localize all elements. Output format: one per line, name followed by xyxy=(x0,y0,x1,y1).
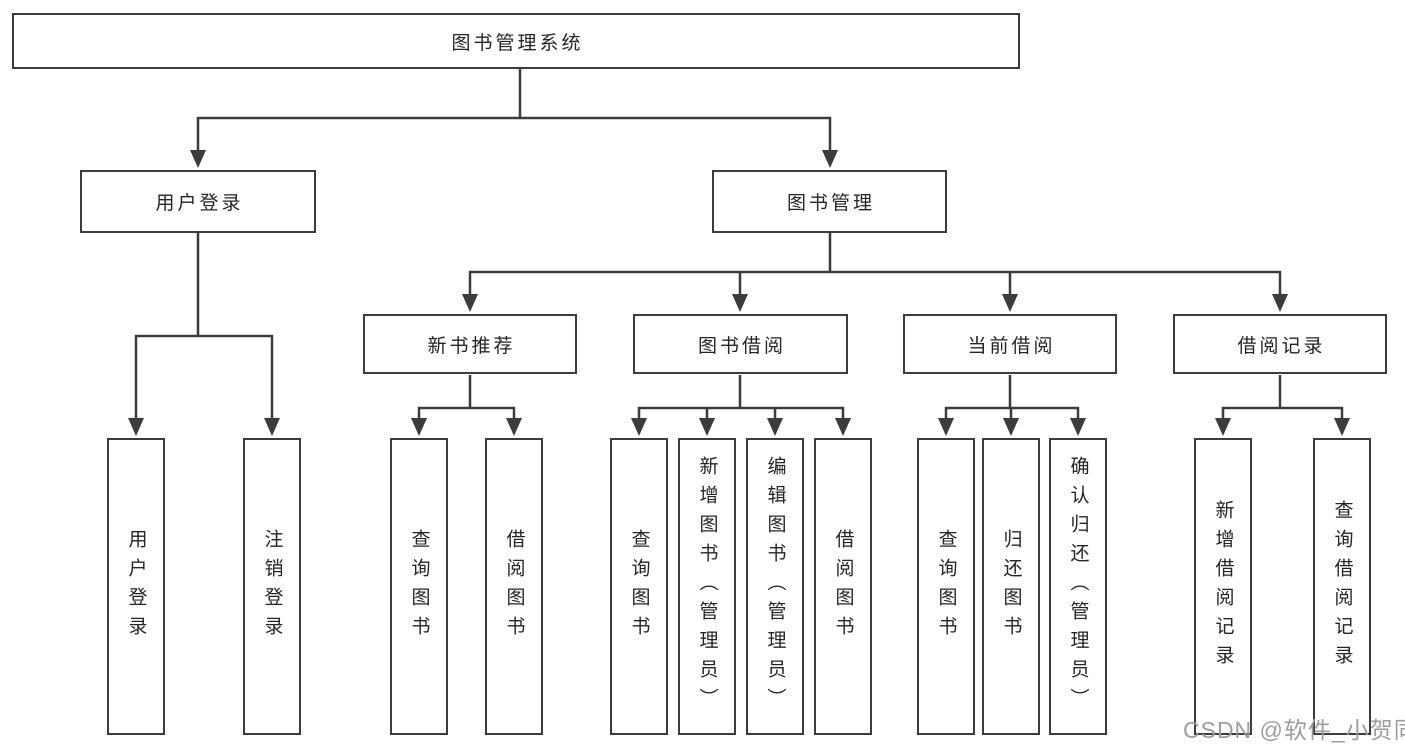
node-library-system: 图书管理系统 xyxy=(12,13,1020,69)
node-label: 借阅图书 xyxy=(832,528,854,645)
edge-recommend-group xyxy=(417,375,516,420)
node-label: 归还图书 xyxy=(1000,528,1022,645)
edge-current-group xyxy=(944,375,1080,420)
node-book-management: 图书管理 xyxy=(712,170,947,233)
node-label: 注销登录 xyxy=(261,528,283,645)
arrowhead-user-login xyxy=(190,150,206,168)
node-label: 图书管理 xyxy=(786,193,875,214)
edge-user-login-group xyxy=(134,233,274,420)
node-borrow-record: 借阅记录 xyxy=(1173,314,1387,374)
node-label: 查询图书 xyxy=(935,528,957,645)
node-label: 新增图书（管理员） xyxy=(696,456,718,717)
arrowhead-borrow-record xyxy=(1272,294,1288,312)
node-label: 图书借阅 xyxy=(697,335,786,357)
leaf-user-login: 用户登录 xyxy=(107,438,165,735)
leaf-edit-book-admin: 编辑图书（管理员） xyxy=(746,438,804,735)
csdn-watermark: CSDN @软件_小贺同学 xyxy=(1183,717,1405,743)
edge-record-group xyxy=(1221,375,1344,420)
arrowhead-new-book-recommend xyxy=(462,294,478,312)
node-new-book-recommend: 新书推荐 xyxy=(363,314,577,374)
edge-borrow-group xyxy=(637,375,845,420)
arrowhead-leaf-query-3 xyxy=(938,418,954,436)
node-current-borrow: 当前借阅 xyxy=(903,314,1117,374)
arrowhead-leaf-query-1 xyxy=(411,418,427,436)
node-label: 编辑图书（管理员） xyxy=(764,456,786,717)
node-label: 图书管理系统 xyxy=(451,32,584,54)
node-label: 查询借阅记录 xyxy=(1331,499,1353,674)
arrowhead-leaf-add-book xyxy=(699,418,715,436)
leaf-confirm-return-admin: 确认归还（管理员） xyxy=(1049,438,1107,735)
arrowhead-current-borrow xyxy=(1002,294,1018,312)
node-label: 当前借阅 xyxy=(967,335,1056,357)
node-label: 新书推荐 xyxy=(427,335,516,357)
arrowhead-leaf-confirm-return xyxy=(1070,418,1086,436)
node-label: 新增借阅记录 xyxy=(1212,499,1234,674)
leaf-borrow-books: 借阅图书 xyxy=(814,438,872,735)
arrowhead-leaf-borrow-2 xyxy=(835,418,851,436)
node-user-login: 用户登录 xyxy=(80,170,316,233)
leaf-query-books-current: 查询图书 xyxy=(917,438,975,735)
node-label: 借阅图书 xyxy=(503,528,525,645)
arrowhead-leaf-edit-book xyxy=(767,418,783,436)
node-label: 用户登录 xyxy=(155,193,244,214)
node-label: 查询图书 xyxy=(408,528,430,645)
node-label: 查询图书 xyxy=(628,528,650,645)
leaf-borrow-books-recommend: 借阅图书 xyxy=(485,438,543,735)
arrowhead-leaf-user-login xyxy=(128,418,144,436)
arrowhead-leaf-return-book xyxy=(1003,418,1019,436)
leaf-add-borrow-record: 新增借阅记录 xyxy=(1194,438,1252,735)
arrowhead-leaf-query-2 xyxy=(631,418,647,436)
edge-root-to-level1 xyxy=(196,69,832,152)
node-label: 借阅记录 xyxy=(1237,335,1326,357)
edge-management-to-level2 xyxy=(468,233,1282,295)
leaf-logout: 注销登录 xyxy=(243,438,301,735)
arrowhead-book-borrow xyxy=(732,294,748,312)
arrowhead-leaf-borrow-1 xyxy=(506,418,522,436)
arrowhead-book-management xyxy=(822,150,838,168)
arrowhead-leaf-query-record xyxy=(1334,418,1350,436)
node-book-borrow: 图书借阅 xyxy=(633,314,848,374)
leaf-query-books-borrow: 查询图书 xyxy=(610,438,668,735)
arrowhead-leaf-logout xyxy=(264,418,280,436)
arrowhead-leaf-add-record xyxy=(1215,418,1231,436)
leaf-add-book-admin: 新增图书（管理员） xyxy=(678,438,736,735)
leaf-return-book: 归还图书 xyxy=(982,438,1040,735)
node-label: 确认归还（管理员） xyxy=(1067,456,1089,717)
leaf-query-borrow-record: 查询借阅记录 xyxy=(1313,438,1371,735)
node-label: 用户登录 xyxy=(125,528,147,645)
leaf-query-books-recommend: 查询图书 xyxy=(390,438,448,735)
